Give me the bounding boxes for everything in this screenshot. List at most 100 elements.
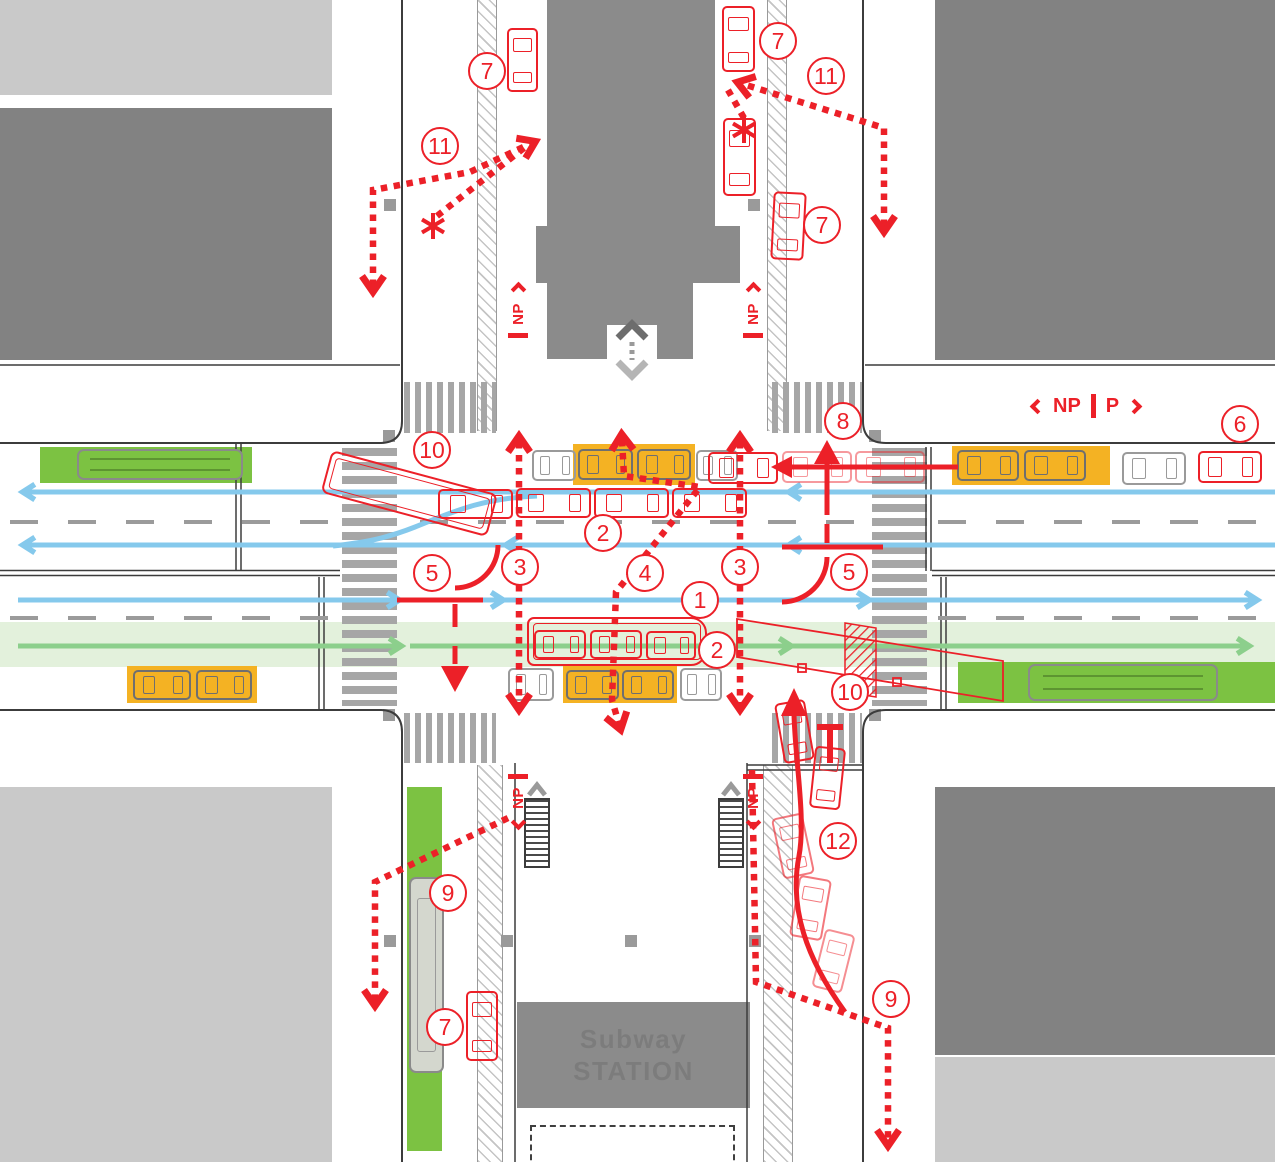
stopped-car — [466, 991, 498, 1061]
parked-car — [133, 670, 191, 700]
badge-8: 8 — [824, 402, 862, 440]
no-parking-marker: NP — [501, 281, 535, 338]
building-block — [0, 108, 332, 360]
badge-5: 5 — [830, 553, 868, 591]
badge-label: 3 — [733, 553, 747, 580]
badge-label: 11 — [814, 62, 838, 89]
badge-label: 9 — [441, 879, 455, 906]
badge-label: 3 — [513, 553, 527, 580]
stopped-car — [1198, 451, 1262, 483]
badge-label: 7 — [815, 211, 829, 238]
parking-legend: NP P — [1029, 394, 1143, 418]
building-block — [935, 0, 1275, 360]
badge-10: 10 — [831, 673, 869, 711]
tactile-marker — [501, 935, 513, 947]
no-parking-marker: NP — [736, 281, 770, 338]
zone-divider-bar — [743, 333, 763, 338]
building-block — [935, 1057, 1275, 1162]
parked-car — [196, 670, 252, 700]
car — [680, 668, 722, 701]
zone-divider-bar — [508, 774, 528, 779]
badge-5: 5 — [413, 554, 451, 592]
car — [1122, 452, 1186, 485]
subway-stairs-icon — [718, 798, 744, 868]
badge-label: 7 — [438, 1013, 452, 1040]
badge-label: 1 — [693, 586, 707, 613]
zone-divider-bar — [1090, 394, 1096, 418]
stopped-car — [507, 28, 538, 92]
badge-label: 8 — [836, 407, 850, 434]
badge-label: 10 — [837, 678, 863, 705]
badge-7: 7 — [803, 206, 841, 244]
np-label: NP — [744, 303, 762, 325]
badge-10: 10 — [413, 431, 451, 469]
car-in-bus-lane — [534, 630, 586, 659]
station-label-line2: STATION — [573, 1056, 694, 1086]
tactile-marker — [383, 430, 395, 442]
badge-11: 11 — [421, 127, 459, 165]
no-parking-marker: NP — [501, 774, 535, 831]
crosswalk-south — [404, 713, 496, 763]
subway-stairs-icon — [524, 798, 550, 868]
painted-buffer — [477, 765, 503, 1162]
station-footprint-outline — [530, 1125, 735, 1162]
badge-7: 7 — [759, 22, 797, 60]
tactile-marker — [384, 935, 396, 947]
badge-label: 4 — [638, 559, 652, 586]
car — [532, 450, 576, 481]
badge-7: 7 — [426, 1008, 464, 1046]
station-box: Subway STATION — [517, 1002, 750, 1108]
badge-label: 10 — [419, 436, 445, 463]
badge-label: 12 — [825, 827, 851, 854]
badge-label: 9 — [884, 985, 898, 1012]
stopped-car — [722, 6, 755, 72]
chevron-up-icon — [745, 281, 761, 298]
badge-label: 5 — [425, 559, 439, 586]
no-parking-marker: NP — [736, 774, 770, 831]
badge-9: 9 — [429, 874, 467, 912]
chevron-down-icon — [510, 814, 526, 831]
badge-label: 11 — [428, 132, 452, 159]
badge-label: 2 — [596, 519, 610, 546]
chevron-left-icon — [1029, 398, 1046, 414]
legend-p-label: P — [1105, 394, 1120, 417]
chevron-down-icon — [745, 814, 761, 831]
badge-4: 4 — [626, 554, 664, 592]
zone-divider-bar — [743, 774, 763, 779]
car-in-bus-lane — [646, 631, 696, 660]
building-block — [935, 787, 1275, 1055]
tactile-marker — [625, 935, 637, 947]
chevron-right-icon — [1126, 398, 1143, 414]
parked-car — [1024, 450, 1086, 481]
median-island — [547, 0, 715, 226]
np-label: NP — [509, 303, 527, 325]
parked-car — [637, 449, 691, 480]
badge-3: 3 — [501, 548, 539, 586]
badge-9: 9 — [872, 980, 910, 1018]
badge-label: 6 — [1233, 410, 1247, 437]
parked-car — [957, 450, 1019, 481]
badge-6: 6 — [1221, 405, 1259, 443]
badge-label: 7 — [771, 27, 785, 54]
badge-label: 5 — [842, 558, 856, 585]
crosswalk-north — [404, 382, 496, 433]
badge-label: 7 — [480, 57, 494, 84]
zone-divider-bar — [508, 333, 528, 338]
conflict-asterisk-icon — [420, 117, 757, 239]
legend-np-label: NP — [1053, 394, 1081, 417]
badge-2: 2 — [584, 514, 622, 552]
badge-3: 3 — [721, 548, 759, 586]
badge-12: 12 — [819, 822, 857, 860]
badge-1: 1 — [681, 581, 719, 619]
badge-11: 11 — [807, 57, 845, 95]
bus — [1028, 664, 1218, 701]
badge-7: 7 — [468, 52, 506, 90]
np-label: NP — [744, 787, 762, 809]
bus — [77, 449, 243, 480]
badge-2: 2 — [698, 631, 736, 669]
station-label-line1: Subway — [579, 1023, 688, 1054]
building-block — [0, 787, 332, 1162]
chevron-up-icon — [510, 281, 526, 298]
np-label: NP — [509, 787, 527, 809]
